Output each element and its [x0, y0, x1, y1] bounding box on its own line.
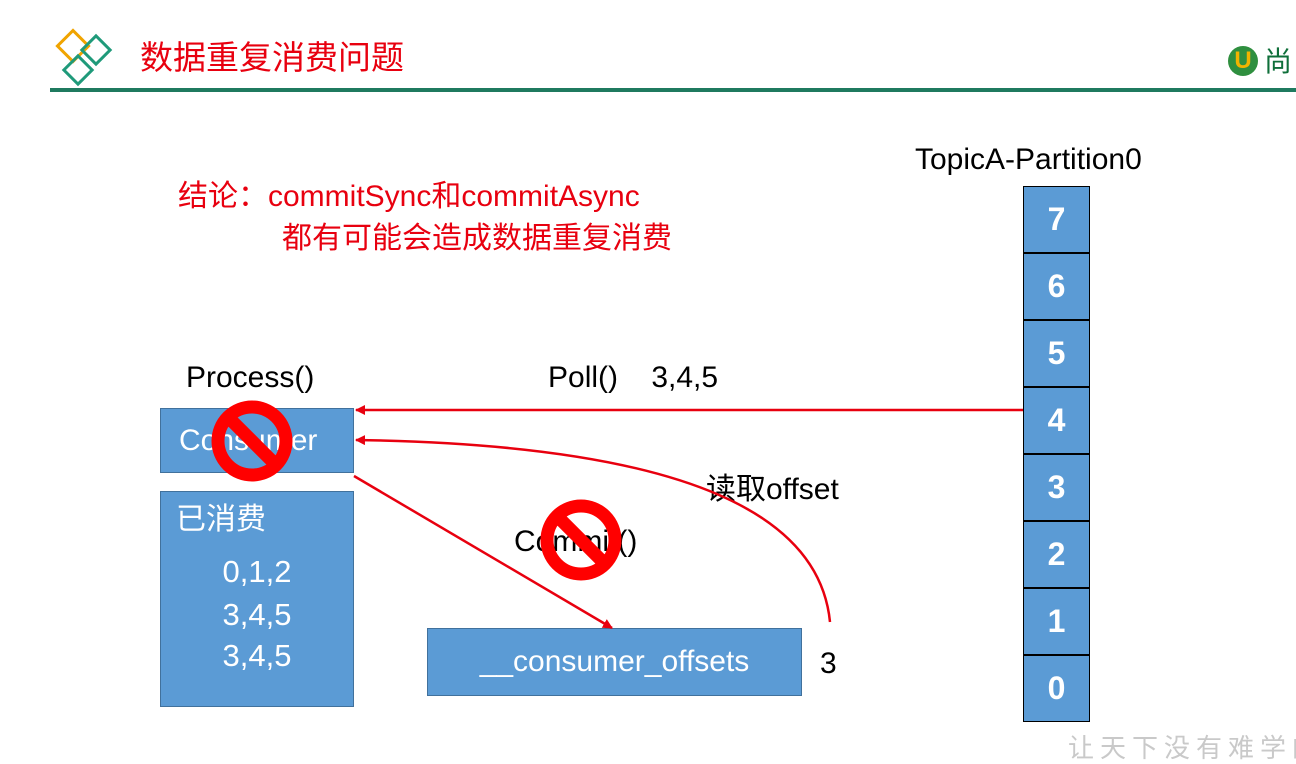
process-label: Process()	[186, 361, 315, 394]
prohibited-commit-icon	[540, 499, 622, 581]
partition-cell: 6	[1023, 253, 1090, 320]
brand-logo-letter: U	[1234, 47, 1252, 74]
partition-cell: 3	[1023, 454, 1090, 521]
brand-logo-icon	[1228, 46, 1258, 76]
offset-value-label: 3	[820, 647, 837, 680]
partition-cell: 0	[1023, 655, 1090, 722]
prohibited-consumer-icon	[211, 400, 293, 482]
partition-cell: 1	[1023, 588, 1090, 655]
header-logo-diamonds-icon	[55, 28, 113, 87]
header-divider	[50, 88, 1296, 92]
consumer-offsets-box: __consumer_offsets	[427, 628, 802, 696]
consumed-box	[160, 491, 354, 707]
conclusion-line-1: 结论：commitSync和commitAsync	[178, 180, 640, 213]
consumed-value: 0,1,2	[222, 554, 292, 589]
partition-title: TopicA-Partition0	[915, 143, 1142, 176]
watermark-text: 让天下没有难学的	[1068, 734, 1296, 764]
commit-arrow	[353, 474, 613, 630]
poll-label: Poll() 3,4,5	[548, 361, 719, 394]
read-offset-arrow	[355, 435, 832, 623]
consumed-value: 3,4,5	[222, 597, 292, 632]
partition-cell: 2	[1023, 521, 1090, 588]
read-offset-label: 读取offset	[706, 473, 839, 506]
brand-logo-text: 尚	[1264, 46, 1293, 77]
consumed-value: 3,4,5	[222, 638, 292, 673]
partition-cell: 7	[1023, 186, 1090, 253]
partition-cell: 5	[1023, 320, 1090, 387]
conclusion-line-2: 都有可能会造成数据重复消费	[282, 222, 672, 255]
partition-cell: 4	[1023, 387, 1090, 454]
page-title: 数据重复消费问题	[140, 39, 404, 76]
consumed-title: 已消费	[176, 503, 266, 536]
